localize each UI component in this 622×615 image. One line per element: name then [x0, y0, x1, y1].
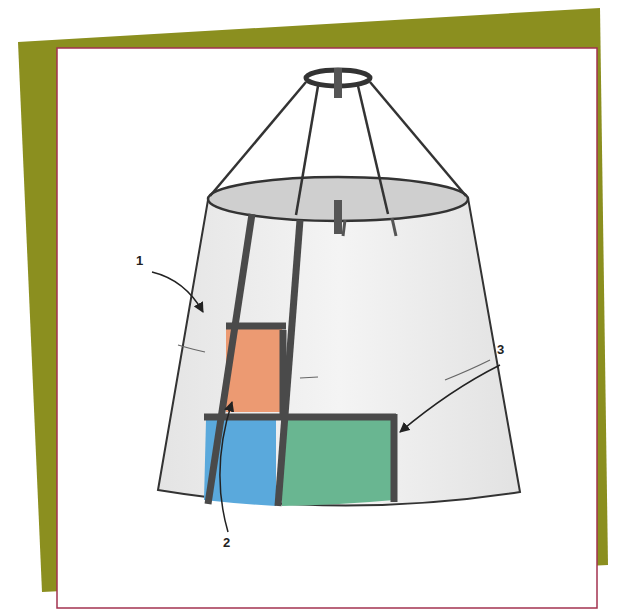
leader-line — [220, 402, 232, 532]
frame-strip — [280, 330, 287, 414]
frame-strip — [278, 220, 300, 506]
callout-number: 1 — [136, 254, 143, 267]
leader-lines — [152, 272, 500, 532]
frame-strip — [226, 323, 286, 330]
callout-number: 3 — [497, 343, 504, 356]
faint-strips — [343, 218, 396, 236]
shading-mark — [300, 377, 318, 378]
strut — [358, 86, 388, 214]
top-struts — [210, 82, 466, 215]
frame-strip — [343, 220, 345, 236]
callout-number: 2 — [223, 536, 230, 549]
shading-mark — [445, 360, 490, 380]
frame-strips — [204, 214, 396, 506]
frame-strip — [392, 218, 396, 236]
leader-line — [400, 365, 500, 432]
frame-strip — [208, 214, 252, 504]
strut — [296, 86, 318, 215]
strut — [210, 82, 306, 196]
white-card — [57, 48, 597, 608]
shading-marks — [178, 345, 490, 380]
frame-strip — [391, 414, 398, 502]
leader-line — [152, 272, 203, 312]
shading-mark — [178, 345, 205, 352]
cone-body — [158, 198, 520, 506]
green-panel — [282, 420, 394, 506]
strut — [370, 82, 466, 196]
rim-tab — [334, 200, 342, 234]
ring-tab — [334, 68, 342, 98]
frame-strip — [204, 414, 396, 421]
